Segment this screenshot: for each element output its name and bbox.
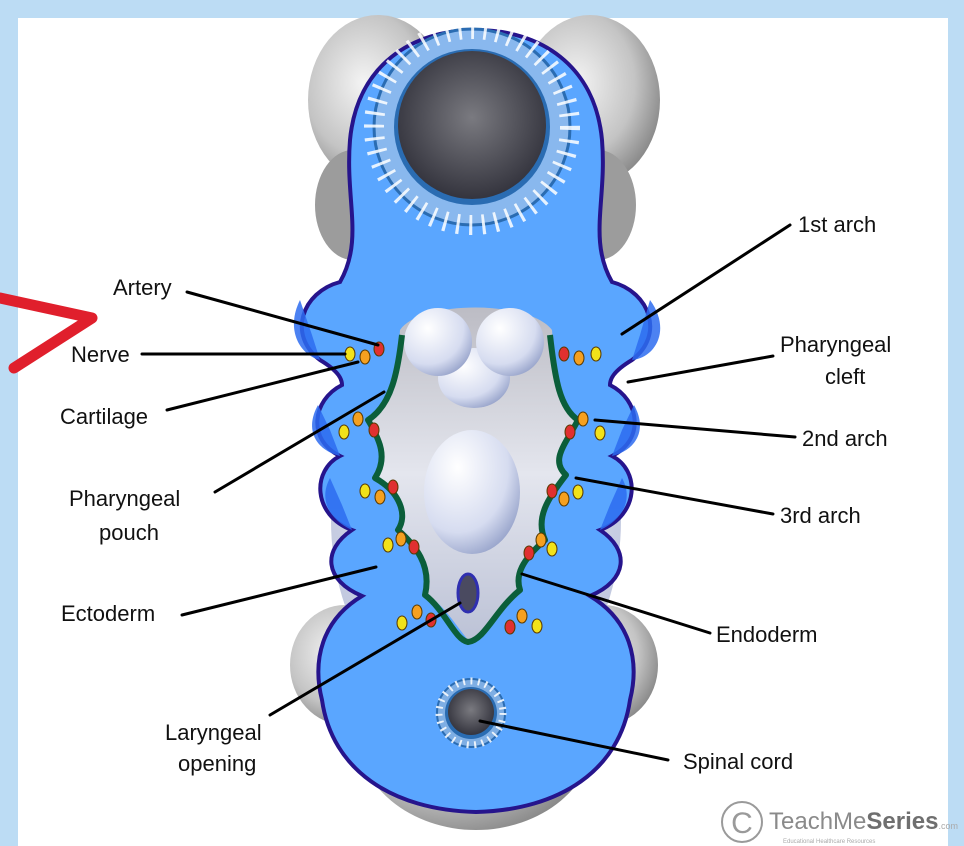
artery-dot [524, 546, 534, 560]
nerve-dot [595, 426, 605, 440]
artery-dot [388, 480, 398, 494]
svg-text:TeachMeSeries.com: TeachMeSeries.com [769, 808, 958, 835]
label-pharyngeal-cleft-1: Pharyngeal [780, 332, 891, 357]
spinal-cord [437, 679, 505, 747]
logo-mark: C [731, 807, 753, 840]
cartilage-dot [353, 412, 363, 426]
logo-tagline: Educational Healthcare Resources [783, 839, 875, 845]
artery-dot [369, 423, 379, 437]
label-second-arch: 2nd arch [802, 426, 888, 451]
label-third-arch: 3rd arch [780, 503, 861, 528]
brain-ring [374, 29, 570, 225]
logo-name-a: TeachMe [769, 808, 866, 835]
cartilage-dot [517, 609, 527, 623]
label-nerve: Nerve [71, 342, 130, 367]
artery-dot [547, 484, 557, 498]
leader-pharyngeal-cleft [628, 356, 773, 382]
nerve-dot [573, 485, 583, 499]
artery-dot [559, 347, 569, 361]
cartilage-dot [360, 350, 370, 364]
artery-dot [565, 425, 575, 439]
label-pharyngeal-pouch-2: pouch [99, 520, 159, 545]
cartilage-dot [574, 351, 584, 365]
label-cartilage: Cartilage [60, 404, 148, 429]
label-spinal-cord: Spinal cord [683, 749, 793, 774]
artery-dot [505, 620, 515, 634]
logo-suffix: .com [938, 821, 958, 831]
nerve-dot [591, 347, 601, 361]
label-pharyngeal-cleft-2: cleft [825, 364, 865, 389]
artery-dot [409, 540, 419, 554]
teachmeseries-logo: C TeachMeSeries.com Educational Healthca… [722, 802, 958, 845]
nerve-dot [532, 619, 542, 633]
label-pharyngeal-pouch-1: Pharyngeal [69, 486, 180, 511]
logo-name-b: Series [866, 808, 938, 835]
label-laryngeal-1: Laryngeal [165, 720, 262, 745]
label-endoderm: Endoderm [716, 622, 818, 647]
laryngeal-opening [458, 574, 478, 612]
nerve-dot [339, 425, 349, 439]
cartilage-dot [396, 532, 406, 546]
nerve-dot [547, 542, 557, 556]
label-artery: Artery [113, 275, 172, 300]
leader-first-arch [622, 225, 790, 334]
cartilage-dot [578, 412, 588, 426]
cartilage-dot [375, 490, 385, 504]
nerve-dot [397, 616, 407, 630]
cartilage-dot [412, 605, 422, 619]
nerve-dot [360, 484, 370, 498]
label-first-arch: 1st arch [798, 212, 876, 237]
cartilage-dot [559, 492, 569, 506]
label-laryngeal-2: opening [178, 751, 256, 776]
cartilage-dot [536, 533, 546, 547]
nerve-dot [383, 538, 393, 552]
label-ectoderm: Ectoderm [61, 601, 155, 626]
